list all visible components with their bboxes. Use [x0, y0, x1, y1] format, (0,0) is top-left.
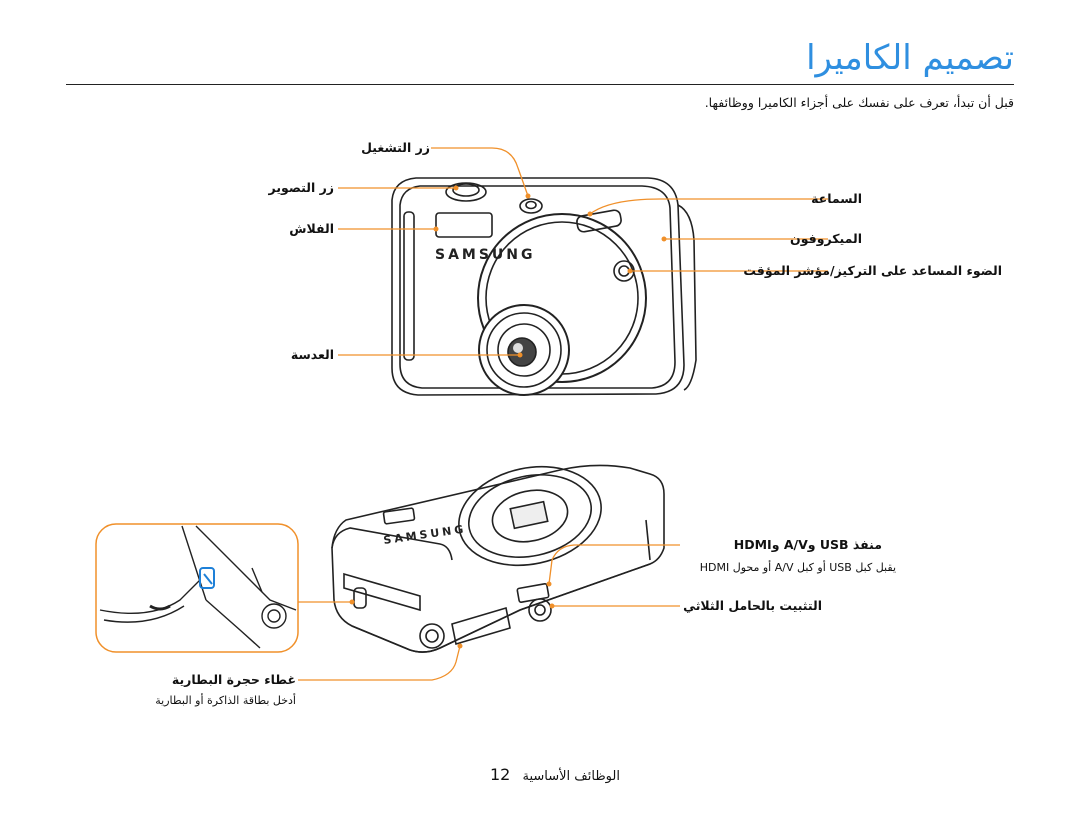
camera-front	[391, 177, 697, 396]
label-speaker: السماعة	[811, 191, 862, 206]
callout-dots	[349, 185, 667, 649]
samsung-logo-front: SAMSUNG	[435, 247, 536, 263]
title-rule	[66, 84, 1014, 85]
label-tripod: التثبيت بالحامل الثلاثي	[683, 598, 822, 613]
label-mode-button: زر التشغيل	[361, 140, 430, 155]
battery-cover-desc: أدخل بطاقة الذاكرة أو البطارية	[155, 694, 296, 707]
strap-detail	[95, 523, 299, 653]
page-footer: الوظائف الأساسية 12	[490, 765, 620, 784]
label-battery-cover: غطاء حجرة البطارية	[171, 672, 296, 687]
label-lens: العدسة	[290, 347, 334, 362]
label-af-lamp: الضوء المساعد على التركيز/مؤشر المؤقت	[743, 263, 1002, 278]
label-microphone: الميكروفون	[790, 231, 862, 246]
callout-lines	[298, 147, 828, 681]
section-name: الوظائف الأساسية	[522, 769, 620, 784]
usb-port-desc: يقبل كبل USB أو كبل A/V أو محول HDMI	[699, 561, 896, 574]
label-usb-port: منفذ USB وA/V وHDMI	[733, 537, 882, 552]
page-number: 12	[490, 765, 511, 784]
intro-text: قبل أن تبدأ، تعرف على نفسك على أجزاء الك…	[704, 95, 1014, 110]
camera-bottom	[331, 464, 665, 653]
page-title: تصميم الكاميرا	[806, 38, 1014, 78]
label-flash: الفلاش	[289, 221, 334, 236]
label-shutter-button: زر التصوير	[268, 180, 334, 195]
